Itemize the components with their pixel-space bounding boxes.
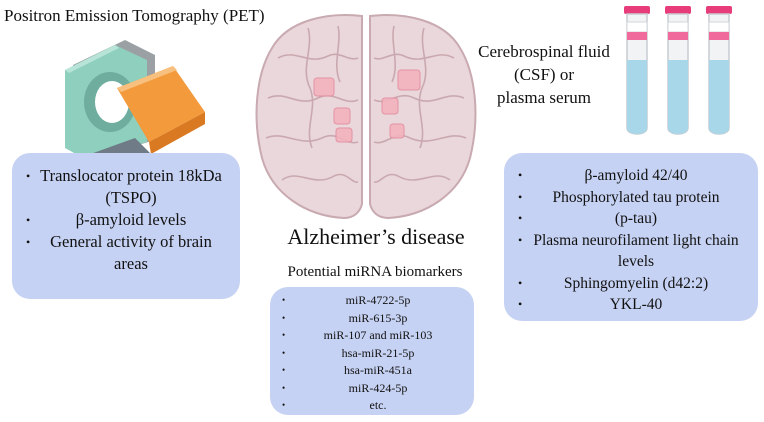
csf-title-line: (CSF) or: [514, 65, 574, 84]
list-item: miR-424-5p: [282, 380, 464, 398]
csf-title-line: Cerebrospinal fluid: [478, 42, 610, 61]
list-item: miR-615-3p: [282, 310, 464, 328]
list-item: Plasma neurofilament light chain levels: [518, 230, 744, 273]
list-item: Sphingomyelin (d42:2): [518, 273, 744, 295]
csf-title-line: plasma serum: [497, 88, 591, 107]
brain-icon: [255, 14, 477, 220]
list-item: etc.: [282, 397, 464, 415]
csf-title: Cerebrospinal fluid (CSF) or plasma seru…: [474, 40, 614, 109]
list-item: General activity of brain areas: [26, 231, 226, 275]
list-item: (p-tau): [518, 208, 744, 230]
list-item: β-amyloid 42/40: [518, 165, 744, 187]
list-item: β-amyloid levels: [26, 209, 226, 231]
mirna-title: Potential miRNA biomarkers: [287, 264, 463, 280]
list-item: miR-4722-5p: [282, 292, 464, 310]
test-tube-icon: [624, 6, 732, 135]
list-item: hsa-miR-21-5p: [282, 345, 464, 363]
list-item: Translocator protein 18kDa (TSPO): [26, 165, 226, 209]
csf-biomarkers-panel: β-amyloid 42/40 Phosphorylated tau prote…: [504, 153, 758, 321]
list-item: Phosphorylated tau protein: [518, 187, 744, 209]
list-item: miR-107 and miR-103: [282, 327, 464, 345]
list-item: hsa-miR-451a: [282, 362, 464, 380]
pet-scanner-icon: [65, 40, 205, 165]
disease-title: Alzheimer’s disease: [287, 224, 465, 249]
pet-biomarkers-panel: Translocator protein 18kDa (TSPO) β-amyl…: [12, 153, 240, 299]
list-item: YKL-40: [518, 294, 744, 316]
mirna-biomarkers-panel: miR-4722-5p miR-615-3p miR-107 and miR-1…: [270, 287, 474, 415]
pet-title: Positron Emission Tomography (PET): [4, 6, 265, 25]
